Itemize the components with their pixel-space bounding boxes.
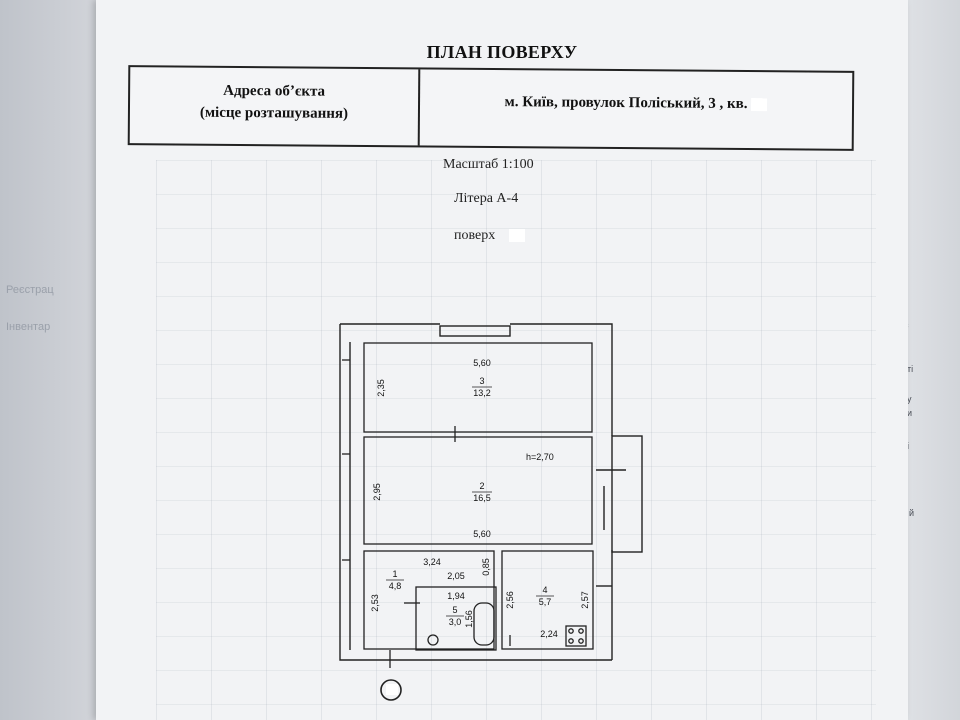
wall xyxy=(510,323,613,436)
room-2 xyxy=(363,436,593,545)
ceiling-height: h=2,70 xyxy=(526,452,554,462)
page-title: ПЛАН ПОВЕРХУ xyxy=(426,42,578,62)
right-edge-note: ті xyxy=(907,364,914,374)
dim-length: 1,94 xyxy=(447,591,465,601)
dim-length: 5,60 xyxy=(473,358,491,368)
right-edge-note: и xyxy=(907,408,913,418)
burner xyxy=(568,638,574,644)
dim-width: 2,57 xyxy=(580,591,590,609)
plan-rooms xyxy=(342,342,594,668)
litera-text: Літера А-4 xyxy=(454,191,519,206)
room-3 xyxy=(363,342,593,433)
redaction-mark xyxy=(386,684,398,695)
room-area: 13,2 xyxy=(473,388,491,398)
bathtub xyxy=(473,602,495,646)
left-edge-note: Інвентар xyxy=(6,321,51,333)
dim-width: 1,56 xyxy=(464,610,474,628)
document-page: ПЛАН ПОВЕРХУ Адреса об’єкта (місце розта… xyxy=(96,0,908,720)
stove xyxy=(565,625,587,647)
window-top xyxy=(439,325,511,337)
balcony xyxy=(611,435,643,553)
redaction-mark xyxy=(509,229,526,243)
room-area: 16,5 xyxy=(473,493,491,503)
scale-text: Масштаб 1:100 xyxy=(443,157,534,172)
wall xyxy=(339,324,612,661)
room-area: 3,0 xyxy=(449,617,462,627)
room-number: 3 xyxy=(479,376,484,386)
dim-width: 2,95 xyxy=(372,483,382,501)
right-edge-note: й xyxy=(909,508,915,518)
show-through-grid xyxy=(156,160,876,720)
room-5 xyxy=(415,586,497,651)
entry-circle xyxy=(380,679,402,701)
room-number: 1 xyxy=(392,569,397,579)
room-number: 2 xyxy=(479,481,484,491)
burner xyxy=(568,628,574,634)
toilet xyxy=(427,634,439,646)
room-number: 4 xyxy=(542,585,547,595)
right-edge-note: у xyxy=(907,394,912,404)
room-area: 4,8 xyxy=(389,581,402,591)
room-area: 5,7 xyxy=(539,597,552,607)
room-4 xyxy=(501,550,594,650)
burner xyxy=(578,628,584,634)
dim-corridor: 2,05 xyxy=(447,571,465,581)
burner xyxy=(578,638,584,644)
dim-corridor: 2,56 xyxy=(505,591,515,609)
dim-length: 3,24 xyxy=(423,557,441,567)
dim-width: 2,35 xyxy=(376,379,386,397)
left-edge-note: Реєстрац xyxy=(6,284,54,296)
room-number: 5 xyxy=(452,605,457,615)
dim-width: 2,53 xyxy=(370,594,380,612)
plan-walls xyxy=(339,323,643,661)
dim-length: 5,60 xyxy=(473,529,491,539)
floor-label: поверх xyxy=(454,228,496,243)
dim-corridor: 0,85 xyxy=(481,558,491,576)
right-edge-note: і xyxy=(907,441,909,451)
dim-length: 2,24 xyxy=(540,629,558,639)
floor-text: поверх xyxy=(454,228,526,244)
room-1 xyxy=(363,550,495,650)
